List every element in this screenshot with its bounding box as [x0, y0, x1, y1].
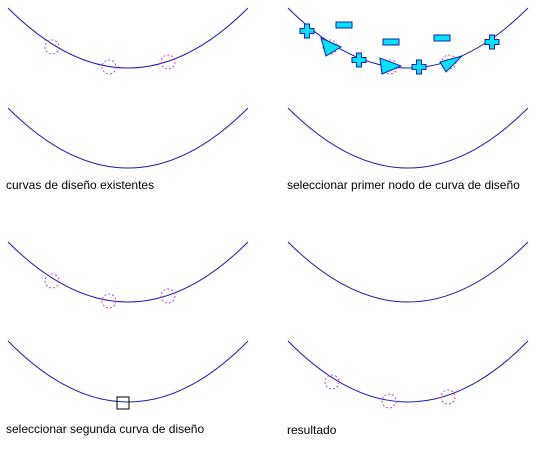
design-curve-top	[7, 241, 249, 303]
caption-select-first-node: seleccionar primer nodo de curva de dise…	[287, 178, 520, 192]
curve-node	[44, 39, 60, 55]
minus-grip-icon	[382, 38, 400, 46]
panel-select-second-curve	[7, 241, 249, 410]
triangle-grip-icon	[320, 37, 343, 57]
panel-select-first-node	[287, 7, 529, 169]
design-curve-top	[287, 241, 529, 303]
design-curve-bottom	[287, 107, 529, 169]
panel-existing-curves	[7, 7, 249, 169]
design-curve-top	[7, 7, 249, 69]
caption-result: resultado	[287, 423, 337, 437]
caption-select-second-curve: seleccionar segunda curva de diseño	[6, 422, 205, 436]
minus-grip-icon	[433, 34, 451, 42]
curve-node	[44, 273, 60, 289]
plus-grip-icon	[484, 34, 500, 50]
curve-node	[160, 288, 176, 304]
panel-result	[287, 241, 529, 409]
design-curve-top	[287, 7, 529, 69]
curve-node	[160, 54, 176, 70]
curve-node	[101, 293, 117, 309]
design-curve-bottom	[7, 107, 249, 169]
selection-box-icon	[116, 396, 130, 410]
plus-grip-icon	[299, 23, 315, 39]
curve-node	[440, 389, 456, 405]
curve-node	[101, 59, 117, 75]
plus-grip-icon	[351, 52, 367, 68]
design-curve-bottom	[287, 340, 529, 403]
triangle-grip-icon	[439, 55, 464, 73]
minus-grip-icon	[335, 21, 353, 29]
design-curve-bottom	[7, 340, 249, 403]
curve-node	[381, 393, 397, 409]
plus-grip-icon	[411, 59, 427, 75]
curve-node	[324, 374, 340, 390]
caption-existing-curves: curvas de diseño existentes	[6, 178, 155, 192]
triangle-grip-icon	[379, 57, 403, 75]
